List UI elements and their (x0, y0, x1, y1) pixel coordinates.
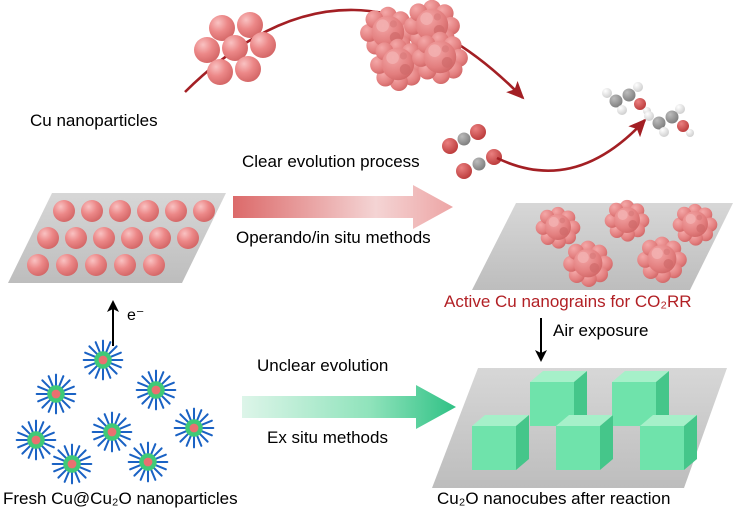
core-shell-particle (35, 373, 77, 415)
core-shell-particles (15, 339, 215, 485)
cu2o-nanocube (472, 415, 529, 470)
active-nanograins-label: Active Cu nanograins for CO₂RR (444, 292, 692, 311)
core-shell-particle (51, 443, 93, 485)
cu-nanoparticle-cluster (194, 12, 276, 85)
cu-nanograin (672, 203, 718, 246)
cu2o-nanocube (556, 415, 613, 470)
co2-molecules (442, 124, 502, 179)
co2-conversion-arrow (496, 118, 647, 172)
core-shell-particle (135, 369, 177, 411)
electron-label: e⁻ (127, 307, 145, 324)
cu-nanoparticles-label: Cu nanoparticles (30, 111, 158, 130)
unclear-evolution-label: Unclear evolution (257, 356, 389, 375)
core-shell-particle (82, 339, 124, 381)
cu-nanograin-aggregate (360, 0, 468, 91)
cu-nanograin (637, 236, 687, 283)
cu-nanograin (604, 199, 650, 242)
core-shell-particle (91, 411, 133, 453)
core-shell-particle (173, 407, 215, 449)
core-shell-particle (15, 419, 57, 461)
core-shell-particle (127, 441, 169, 483)
clear-evolution-label: Clear evolution process (242, 152, 420, 171)
cu2o-nanocube (640, 415, 697, 470)
cu-nanograin (535, 206, 581, 249)
operando-methods-label: Operando/in situ methods (236, 228, 431, 247)
unclear-evolution-arrow (242, 385, 456, 429)
cu-nanograin (412, 31, 468, 84)
product-molecules (602, 82, 694, 137)
platform-cu-nanoparticles (27, 200, 215, 276)
nanocubes-label: Cu₂O nanocubes after reaction (437, 489, 671, 508)
clear-evolution-arrow (233, 185, 453, 229)
air-exposure-label: Air exposure (553, 321, 649, 340)
cu-nanograin (563, 240, 613, 287)
ex-situ-methods-label: Ex situ methods (267, 428, 388, 447)
fresh-particles-label: Fresh Cu@Cu₂O nanoparticles (3, 489, 238, 508)
